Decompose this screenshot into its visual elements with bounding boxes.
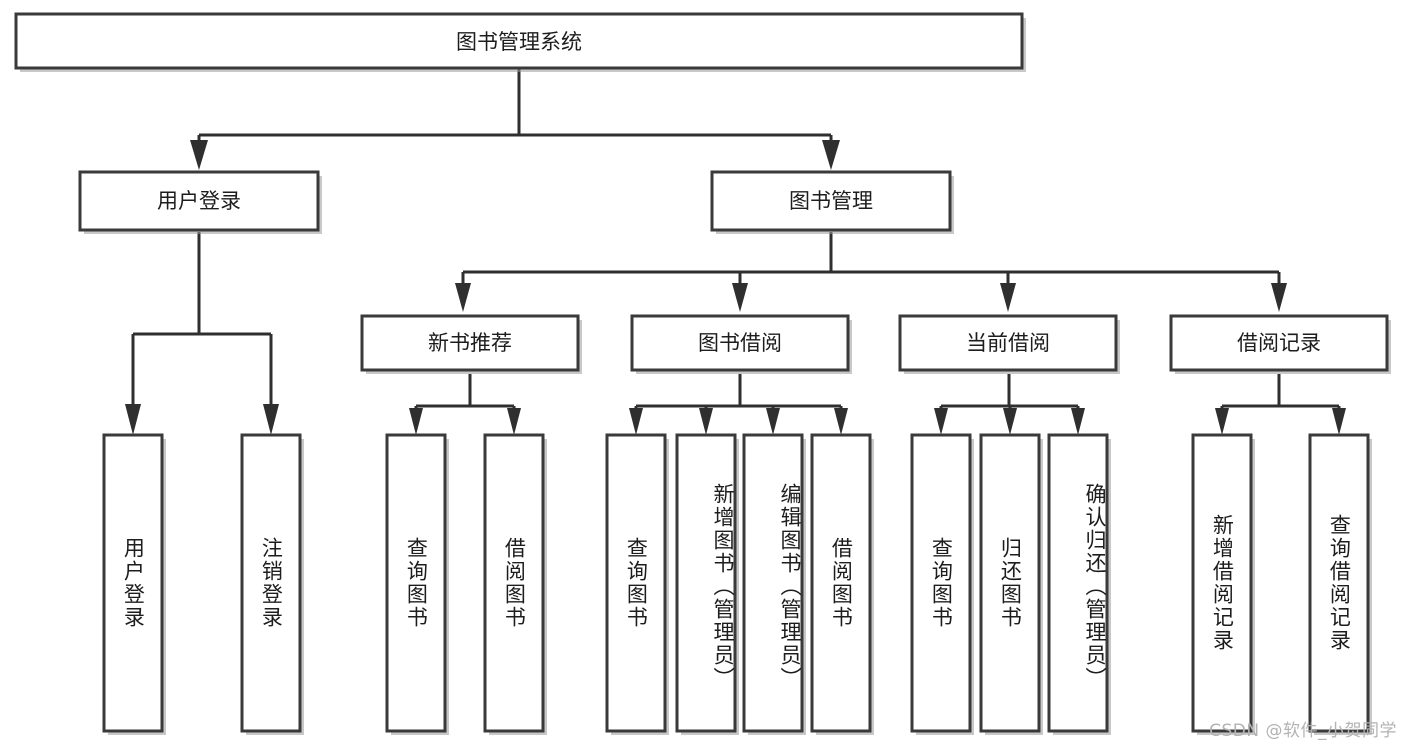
arrow-to-current-borrow bbox=[1000, 283, 1016, 312]
book-borrow-label: 图书借阅 bbox=[698, 331, 782, 355]
leaf-box-cb-confirm-return[interactable] bbox=[1047, 433, 1109, 733]
root-label: 图书管理系统 bbox=[456, 30, 582, 54]
arrow-cb-confirm-return bbox=[1071, 408, 1085, 435]
arrow-br-add-record bbox=[1215, 408, 1229, 435]
arrow-to-leaf-user-login bbox=[125, 404, 141, 435]
node-book-management[interactable]: 图书管理 bbox=[710, 170, 954, 234]
node-borrow-record[interactable]: 借阅记录 bbox=[1169, 314, 1391, 374]
arrow-cb-query-book bbox=[934, 408, 948, 435]
leaf-box-cb-return-book[interactable] bbox=[979, 433, 1041, 733]
csdn-watermark: CSDN @软件_小贺同学 bbox=[1209, 721, 1397, 741]
node-current-borrow[interactable]: 当前借阅 bbox=[898, 314, 1120, 374]
leaf-box-nbr-query-book[interactable] bbox=[385, 433, 447, 733]
new-book-recommend-box[interactable] bbox=[360, 314, 580, 372]
borrow-record-label: 借阅记录 bbox=[1237, 331, 1321, 355]
arrow-to-borrow-record bbox=[1271, 283, 1287, 312]
node-root[interactable]: 图书管理系统 bbox=[14, 12, 1026, 72]
arrow-bb-borrow-book bbox=[834, 408, 848, 435]
node-book-borrow[interactable]: 图书借阅 bbox=[630, 314, 852, 374]
arrow-cb-return-book bbox=[1003, 408, 1017, 435]
book-management-box[interactable] bbox=[710, 170, 952, 232]
leaf-box-bb-borrow-book[interactable] bbox=[810, 433, 872, 733]
connector-layer bbox=[125, 68, 1346, 435]
leaf-box-layer bbox=[102, 433, 1372, 735]
user-login-label: 用户登录 bbox=[157, 189, 241, 213]
arrow-nbr-borrow-book bbox=[507, 408, 521, 435]
arrow-to-leaf-logout bbox=[263, 404, 279, 435]
leaf-box-user-login[interactable] bbox=[102, 433, 164, 733]
arrow-bb-add-book bbox=[699, 408, 713, 435]
current-borrow-box[interactable] bbox=[898, 314, 1118, 372]
arrow-to-new-book-rec bbox=[455, 283, 471, 312]
new-book-recommend-label: 新书推荐 bbox=[428, 331, 512, 355]
arrow-bb-edit-book bbox=[766, 408, 780, 435]
leaf-box-bb-add-book[interactable] bbox=[675, 433, 737, 733]
arrow-to-book-borrow bbox=[732, 283, 748, 312]
leaf-box-cb-query-book[interactable] bbox=[910, 433, 972, 733]
arrow-to-book-mgmt bbox=[822, 140, 840, 170]
user-login-box[interactable] bbox=[78, 170, 320, 232]
current-borrow-label: 当前借阅 bbox=[966, 331, 1050, 355]
leaf-box-nbr-borrow-book[interactable] bbox=[483, 433, 545, 733]
arrow-bb-query-book bbox=[629, 408, 643, 435]
node-new-book-recommend[interactable]: 新书推荐 bbox=[360, 314, 582, 374]
root-box[interactable] bbox=[14, 12, 1024, 70]
leaf-box-bb-edit-book[interactable] bbox=[742, 433, 804, 733]
book-borrow-box[interactable] bbox=[630, 314, 850, 372]
book-management-label: 图书管理 bbox=[789, 189, 873, 213]
borrow-record-box[interactable] bbox=[1169, 314, 1389, 372]
node-user-login[interactable]: 用户登录 bbox=[78, 170, 322, 234]
arrow-br-query-record bbox=[1332, 408, 1346, 435]
leaf-box-logout[interactable] bbox=[240, 433, 302, 733]
leaf-box-br-add-record[interactable] bbox=[1191, 433, 1253, 733]
leaf-box-bb-query-book[interactable] bbox=[605, 433, 667, 733]
arrow-to-user-login bbox=[190, 140, 208, 170]
arrow-nbr-query-book bbox=[409, 408, 423, 435]
leaf-box-br-query-record[interactable] bbox=[1308, 433, 1370, 733]
